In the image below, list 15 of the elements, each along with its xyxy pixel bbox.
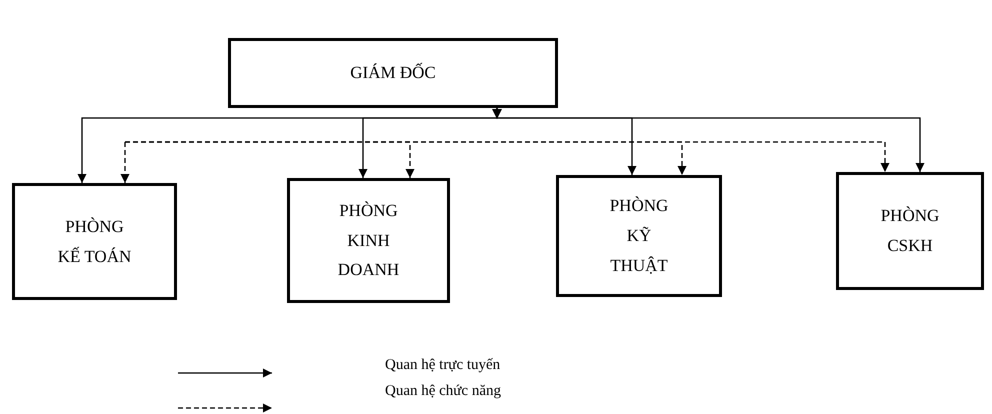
- legend-label: Quan hệ chức năng: [385, 383, 502, 400]
- department-box: [287, 178, 450, 303]
- node-label: PHÒNG KẾ TOÁN: [56, 216, 132, 268]
- department-box: [836, 172, 984, 290]
- department-box: [556, 175, 722, 297]
- legend-label: Quan hệ trực tuyến: [385, 357, 500, 374]
- node-label: PHÒNG KINH DOANH: [336, 200, 400, 282]
- arrow: [496, 108, 924, 172]
- node-label: GIÁM ĐỐC: [349, 62, 437, 84]
- department-box: [12, 183, 177, 300]
- node-label: PHÒNG CSKH: [880, 205, 940, 257]
- node-label: PHÒNG KỸ THUẬT: [608, 195, 670, 277]
- dashed-arrow: [120, 141, 130, 183]
- dashed-arrow: [125, 141, 890, 172]
- director-box: [228, 38, 558, 108]
